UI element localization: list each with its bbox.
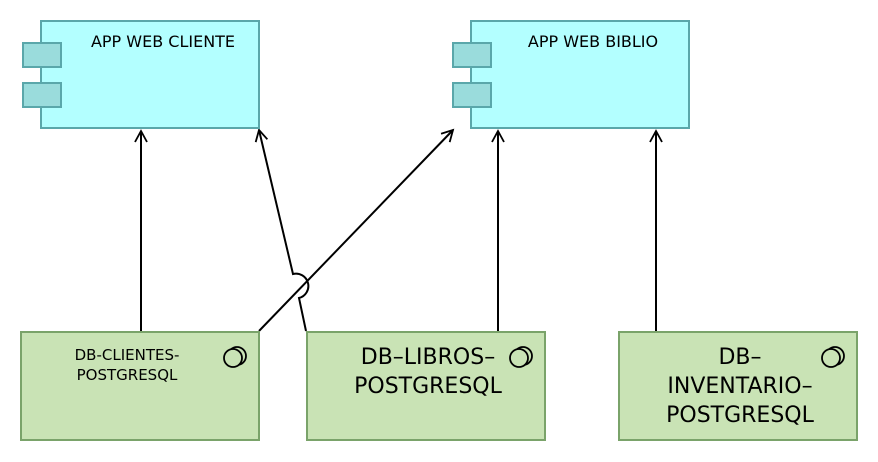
service-rings-icon	[223, 346, 247, 368]
database-title-line: POSTGRESQL	[354, 374, 502, 399]
database-title-line: POSTGRESQL	[666, 403, 814, 428]
component-app-web-biblio[interactable]: APP WEB BIBLIO	[452, 20, 690, 129]
database-title-line: POSTGRESQL	[76, 366, 178, 384]
service-rings-icon	[821, 346, 845, 368]
component-tab-icon	[22, 82, 62, 108]
component-tab-icon	[22, 42, 62, 68]
component-app-web-cliente[interactable]: APP WEB CLIENTE	[22, 20, 260, 129]
database-title-line: INVENTARIO–	[667, 374, 813, 399]
database-title-line: DB–	[718, 345, 762, 370]
database-title: DB– INVENTARIO– POSTGRESQL	[642, 343, 838, 430]
connector-clientes-to-biblio	[258, 128, 455, 332]
database-title-line: DB-CLIENTES-	[74, 346, 180, 364]
component-title: APP WEB BIBLIO	[527, 32, 659, 51]
database-title: DB-CLIENTES- POSTGRESQL	[52, 345, 202, 385]
component-tab-icon	[452, 82, 492, 108]
component-tab-icon	[452, 42, 492, 68]
service-rings-icon	[509, 346, 533, 368]
database-db-clientes[interactable]: DB-CLIENTES- POSTGRESQL	[20, 331, 260, 441]
database-db-libros[interactable]: DB–LIBROS– POSTGRESQL	[306, 331, 546, 441]
database-title: DB–LIBROS– POSTGRESQL	[330, 343, 526, 401]
database-db-inventario[interactable]: DB– INVENTARIO– POSTGRESQL	[618, 331, 858, 441]
database-title-line: DB–LIBROS–	[360, 345, 496, 370]
component-title: APP WEB CLIENTE	[90, 32, 236, 51]
connector-libros-to-cliente	[254, 128, 310, 332]
